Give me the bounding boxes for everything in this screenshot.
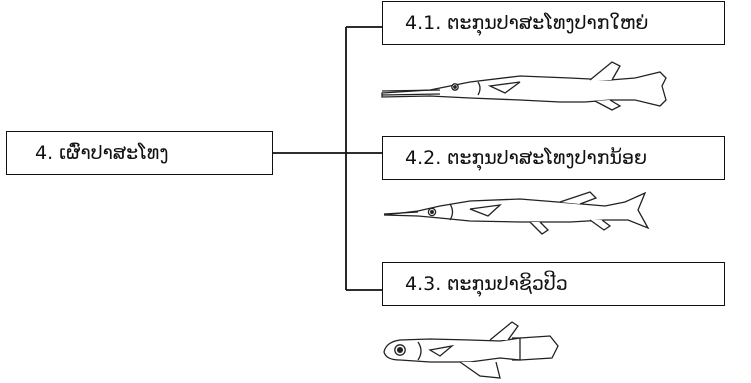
- root-node: 4. ເຜົ່າປາສະໂທງ: [6, 131, 273, 175]
- child-label-3: 4.3. ຕະກຸນປາຊິວປີວ: [405, 273, 568, 295]
- child-node-1: 4.1. ຕະກຸນປາສະໂທງປາກໃຫຍ່: [382, 1, 725, 45]
- child-node-3: 4.3. ຕະກຸນປາຊິວປີວ: [382, 262, 725, 306]
- halfbeak-fish-small-icon: [383, 191, 650, 235]
- root-label: 4. ເຜົ່າປາສະໂທງ: [35, 142, 169, 164]
- child-label-1: 4.1. ຕະກຸນປາສະໂທງປາກໃຫຍ່: [405, 12, 649, 34]
- medaka-fish-icon: [383, 321, 559, 379]
- child-label-2: 4.2. ຕະກຸນປາສະໂທງປາກນ້ອຍ: [405, 147, 648, 169]
- halfbeak-fish-large-icon: [381, 61, 667, 111]
- child-node-2: 4.2. ຕະກຸນປາສະໂທງປາກນ້ອຍ: [382, 136, 725, 180]
